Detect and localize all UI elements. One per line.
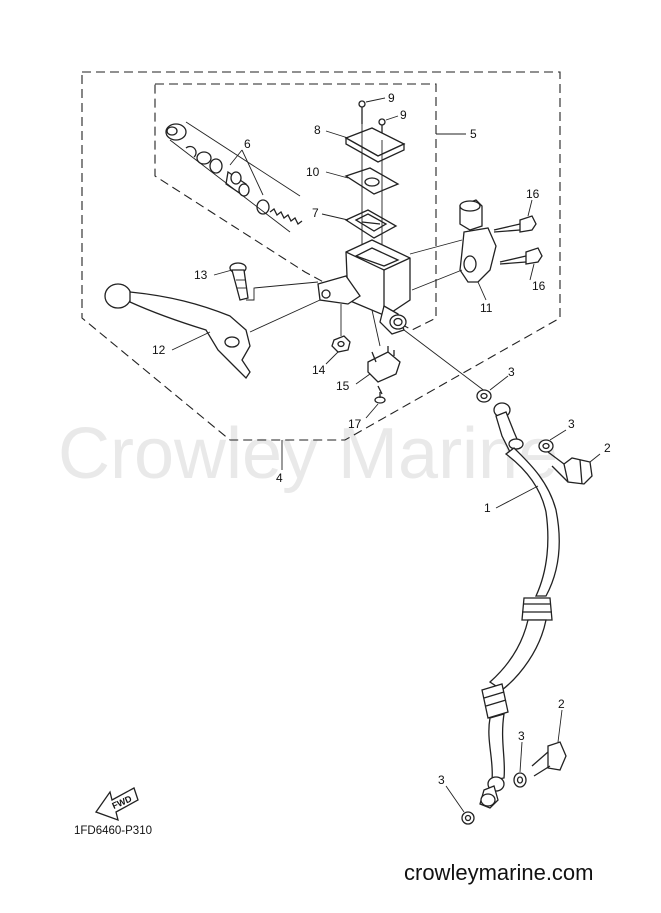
part-3-washer-lower-right: [513, 772, 527, 788]
callout-10: 10: [306, 165, 320, 179]
callout-16-lower: 16: [532, 279, 546, 293]
leader-7: [321, 213, 349, 221]
callout-1: 1: [484, 501, 491, 515]
leader-9a: [365, 97, 386, 103]
part-3-washer-upper: [476, 389, 492, 403]
part-3-washer-mid: [538, 439, 554, 453]
callout-3-upper: 3: [508, 365, 515, 379]
callout-6: 6: [244, 137, 251, 151]
callout-3-lower-right: 3: [518, 729, 525, 743]
callout-7: 7: [312, 206, 319, 220]
callout-5: 5: [470, 127, 477, 141]
leader-10: [325, 171, 349, 179]
part-12-brake-lever: [104, 283, 251, 380]
part-9-screws: [358, 100, 386, 140]
callout-3-lower-left: 3: [438, 773, 445, 787]
part-17-screw: [374, 385, 386, 404]
leader-11: [477, 281, 487, 301]
leader-3d: [445, 785, 465, 813]
leader-3a: [489, 375, 509, 391]
leader-6: [229, 149, 243, 166]
callout-8: 8: [314, 123, 321, 137]
part-2-union-bolt-upper: [547, 451, 593, 485]
callout-4: 4: [276, 471, 283, 485]
master-cylinder-body: [317, 239, 411, 335]
callout-15: 15: [336, 379, 350, 393]
leader-15: [355, 373, 371, 385]
part-10-cap-plate: [344, 167, 400, 195]
leader-8: [325, 130, 349, 139]
fwd-arrow-icon: FWD: [94, 787, 139, 822]
part-8-reservoir-cap: [344, 127, 406, 163]
leader-12: [171, 331, 211, 351]
watermark-text: Crowley Marine: [58, 414, 558, 494]
callout-12: 12: [152, 343, 166, 357]
part-16-bolt-lower: [499, 247, 543, 265]
callout-9-lower: 9: [400, 108, 407, 122]
part-7-diaphragm: [344, 209, 398, 239]
leader-14: [325, 351, 339, 365]
assembly-5-boundary: [154, 83, 437, 331]
website-url[interactable]: crowleymarine.com: [404, 860, 594, 885]
part-1-brake-hose: [479, 402, 560, 809]
callout-3-mid: 3: [568, 417, 575, 431]
part-2-union-bolt-lower: [531, 741, 567, 777]
leader-13: [213, 269, 233, 276]
part-11-master-cylinder-holder: [459, 199, 497, 283]
part-13-pivot-bolt: [229, 262, 249, 301]
diagram-code: 1FD6460-P310: [74, 825, 152, 837]
leader-16b: [529, 263, 535, 281]
part-6-piston-kit: [165, 121, 303, 233]
assembly-4-boundary: [81, 71, 561, 441]
callout-11: 11: [480, 301, 493, 315]
callout-13: 13: [194, 268, 208, 282]
callout-9-upper: 9: [388, 91, 395, 105]
part-16-bolt-upper: [493, 215, 537, 233]
part-15-brake-switch: [367, 346, 401, 383]
callout-17: 17: [348, 417, 362, 431]
leader-3c: [519, 741, 523, 773]
leader-2b: [557, 709, 563, 743]
leader-9b: [385, 115, 399, 121]
callout-14: 14: [312, 363, 326, 377]
leader-2a: [589, 453, 601, 463]
part-3-washer-lower-left: [461, 811, 475, 825]
callout-2-upper: 2: [604, 441, 611, 455]
leader-3b: [549, 429, 567, 441]
callout-16-upper: 16: [526, 187, 540, 201]
callout-2-lower: 2: [558, 697, 565, 711]
part-14-nut: [331, 335, 351, 353]
leader-1: [495, 485, 539, 509]
leader-17: [365, 403, 379, 419]
leader-6b: [241, 149, 264, 196]
leader-16a: [527, 199, 533, 217]
